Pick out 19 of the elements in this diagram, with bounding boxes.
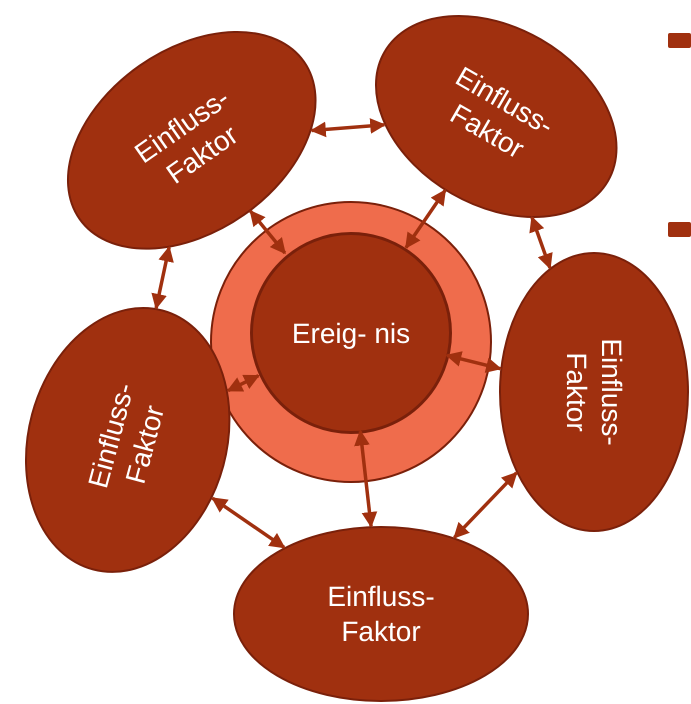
factor-ellipse — [233, 526, 529, 702]
double-arrow — [404, 189, 447, 249]
factor-ellipse — [25, 307, 231, 573]
double-arrow — [211, 496, 286, 549]
event-label: Ereig- nis — [292, 316, 410, 350]
double-arrow — [354, 430, 378, 528]
double-arrow — [226, 374, 260, 392]
factor-label: Einfluss- Faktor — [81, 378, 172, 494]
factor-label: Einfluss- Faktor — [560, 337, 628, 448]
double-arrow — [249, 210, 286, 254]
double-arrow — [453, 472, 518, 539]
double-arrow — [445, 351, 502, 373]
factor-label: Einfluss- Faktor — [326, 580, 436, 649]
factor-ellipse — [374, 14, 618, 218]
factor-ellipse — [67, 30, 317, 250]
double-arrow — [151, 246, 174, 310]
double-arrow — [310, 118, 386, 138]
factor-ellipse — [499, 252, 689, 532]
double-arrow — [529, 216, 553, 270]
